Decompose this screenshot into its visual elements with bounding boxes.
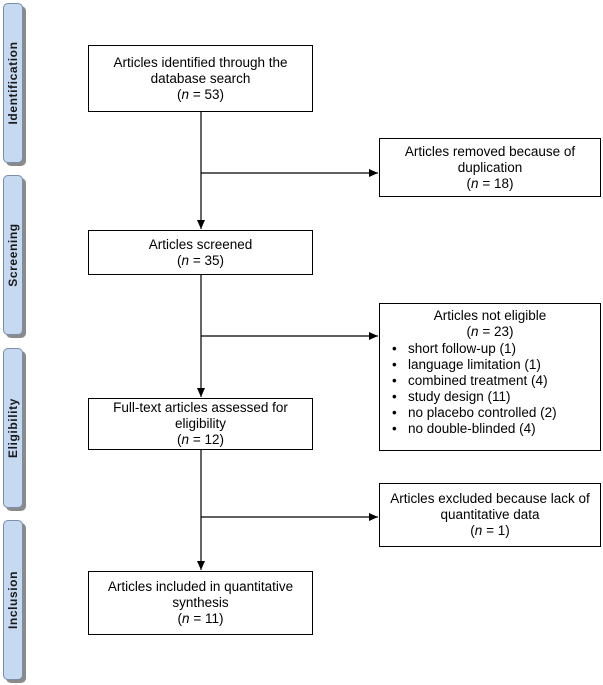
box-duplicates-text: Articles removed because of duplication xyxy=(404,143,576,175)
list-item: no placebo controlled (2) xyxy=(386,405,594,421)
list-item: study design (11) xyxy=(386,389,594,405)
box-fulltext-count: (n = 12) xyxy=(177,432,224,447)
box-fulltext-text: Full-text articles assessed for eligibil… xyxy=(113,400,288,431)
list-item: short follow-up (1) xyxy=(386,341,594,357)
box-included: Articles included in quantitative synthe… xyxy=(88,571,313,635)
stage-screening: Screening xyxy=(3,175,23,335)
box-duplicates: Articles removed because of duplication … xyxy=(379,138,601,197)
box-screened-count: (n = 35) xyxy=(177,252,224,268)
box-not-eligible-text: Articles not eligible xyxy=(433,308,547,323)
list-item: language limitation (1) xyxy=(386,357,594,373)
stage-inclusion: Inclusion xyxy=(3,520,23,680)
box-fulltext: Full-text articles assessed for eligibil… xyxy=(88,398,313,450)
box-not-eligible-count: (n = 23) xyxy=(466,324,514,339)
box-identified-text: Articles identified through the database… xyxy=(113,54,288,86)
box-included-count: (n = 11) xyxy=(177,611,224,626)
box-excluded: Articles excluded because lack of quanti… xyxy=(379,483,601,547)
box-excluded-count: (n = 1) xyxy=(470,523,510,538)
box-identified: Articles identified through the database… xyxy=(88,45,313,112)
stage-eligibility: Eligibility xyxy=(3,348,23,508)
box-duplicates-count: (n = 18) xyxy=(466,175,514,191)
stage-identification: Identification xyxy=(3,3,23,163)
box-identified-count: (n = 53) xyxy=(177,86,224,102)
box-included-text: Articles included in quantitative synthe… xyxy=(107,579,294,610)
box-screened: Articles screened (n = 35) xyxy=(88,230,313,275)
box-excluded-text: Articles excluded because lack of quanti… xyxy=(390,491,590,522)
list-item: no double-blinded (4) xyxy=(386,421,594,437)
not-eligible-reasons-list: short follow-up (1) language limitation … xyxy=(386,341,594,437)
list-item: combined treatment (4) xyxy=(386,373,594,389)
box-not-eligible: Articles not eligible (n = 23) short fol… xyxy=(379,303,601,451)
box-screened-text: Articles screened xyxy=(148,236,253,252)
